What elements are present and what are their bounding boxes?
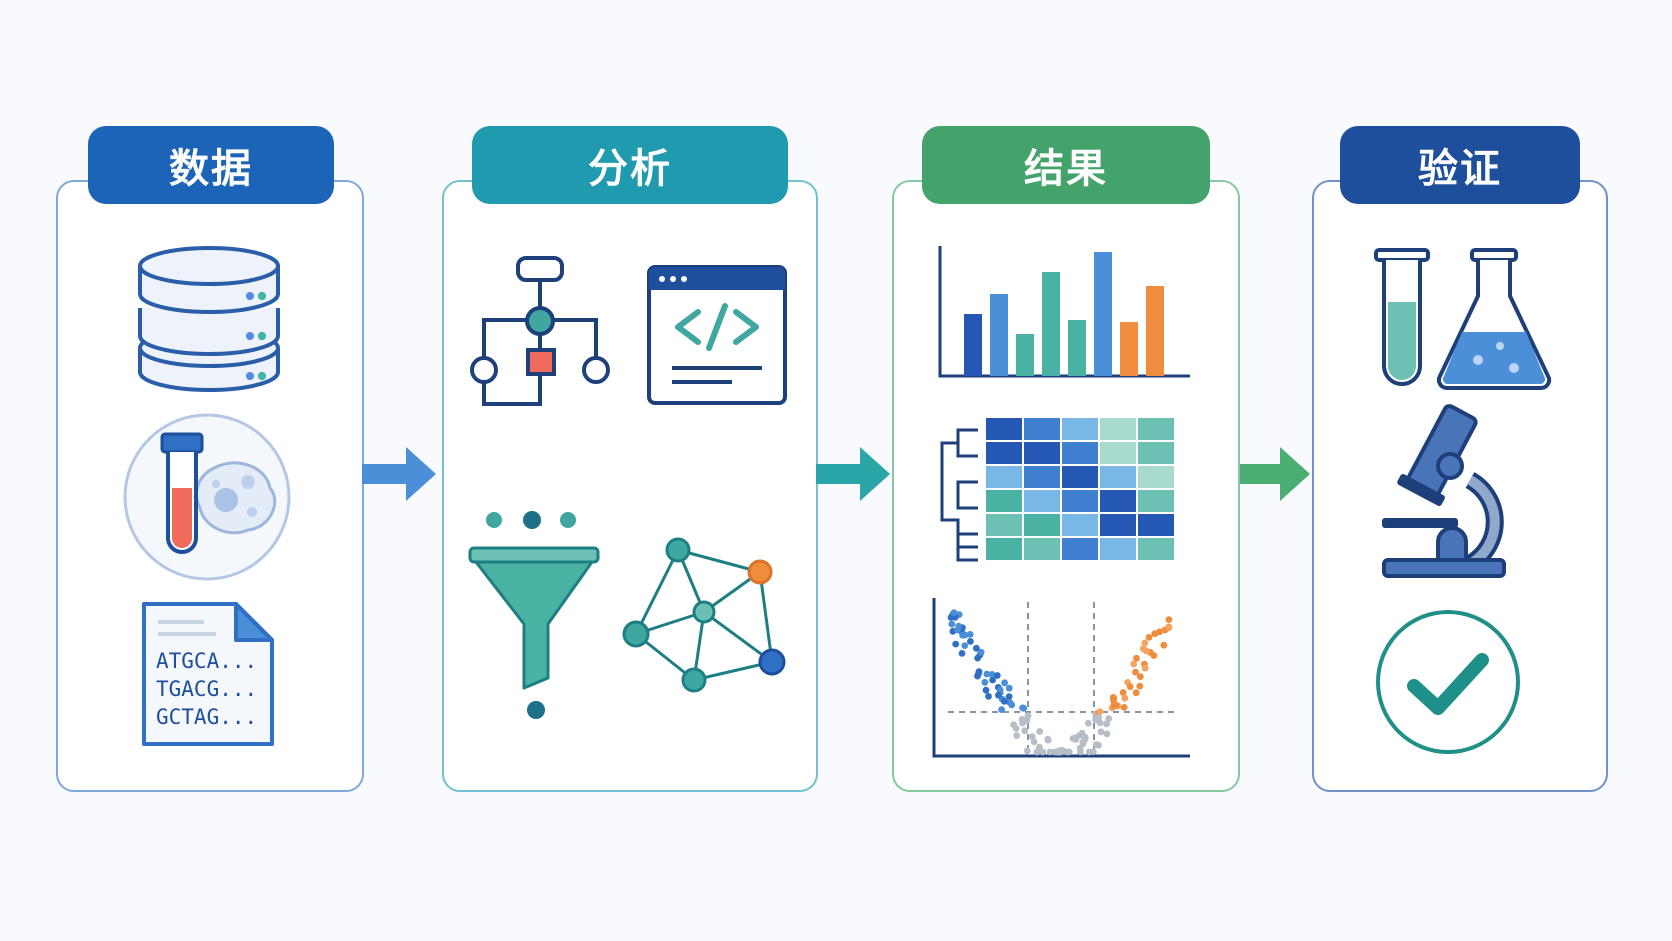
dna-line-3: GCTAG... <box>156 705 257 729</box>
arrow-right-icon <box>362 447 436 501</box>
dna-line-2: TGACG... <box>156 677 257 701</box>
stage-title-validation: 验证 <box>1340 126 1580 204</box>
funnel-filter-icon <box>468 511 600 719</box>
dna-line-1: ATGCA... <box>156 649 257 673</box>
bar-chart-icon <box>938 246 1190 378</box>
database-icon <box>138 246 280 392</box>
stage-title-results: 结果 <box>922 126 1210 204</box>
check-circle-icon <box>1376 610 1520 754</box>
arrow-right-icon <box>816 447 890 501</box>
arrow-right-icon <box>1240 447 1310 501</box>
network-graph-icon <box>622 537 786 693</box>
volcano-plot-icon <box>932 598 1190 758</box>
stage-title-analysis: 分析 <box>472 126 788 204</box>
flowchart-icon <box>470 256 610 406</box>
sample-tube-cell-icon <box>123 413 291 581</box>
stage-panel-validation <box>1312 180 1608 792</box>
code-window-icon <box>647 265 787 405</box>
microscope-icon <box>1382 404 1506 578</box>
sequence-file-icon: ATGCA... TGACG... GCTAG... <box>142 602 274 746</box>
heatmap-icon <box>940 418 1174 562</box>
stage-title-data: 数据 <box>88 126 334 204</box>
test-tube-flask-icon <box>1374 248 1552 391</box>
